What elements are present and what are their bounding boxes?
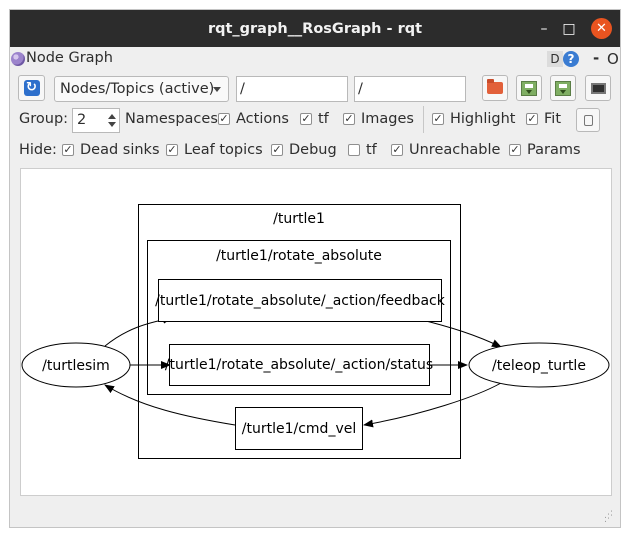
plugin-close-button[interactable]: O bbox=[607, 50, 619, 68]
load-dot-button[interactable] bbox=[482, 75, 508, 101]
window-title: rqt_graph__RosGraph - rqt bbox=[207, 20, 423, 37]
node-turtlesim[interactable] bbox=[21, 342, 131, 388]
fit-in-view-button[interactable] bbox=[576, 108, 600, 132]
group-spinbox[interactable]: 2 bbox=[72, 108, 120, 133]
maximize-button[interactable]: □ bbox=[562, 20, 576, 37]
title-bar[interactable]: rqt_graph__RosGraph - rqt bbox=[10, 10, 620, 47]
topic-feedback[interactable] bbox=[158, 279, 442, 322]
params-checkbox[interactable]: ✓ bbox=[509, 143, 521, 156]
hide-tf-label: tf bbox=[366, 142, 377, 158]
save-dot-icon bbox=[521, 80, 537, 96]
minimize-button[interactable]: – bbox=[540, 20, 548, 37]
unreachable-label: Unreachable bbox=[409, 142, 501, 158]
edge-cmdvel-to-turtlesim bbox=[104, 384, 236, 426]
save-image-icon bbox=[555, 80, 571, 96]
fit-view-icon bbox=[583, 114, 593, 126]
topic-status[interactable] bbox=[169, 344, 430, 386]
toolbar-separator bbox=[423, 106, 424, 133]
namespace-cluster-rotate-absolute bbox=[147, 240, 451, 395]
graph-type-combobox[interactable]: Nodes/Topics (active) bbox=[54, 76, 229, 102]
resize-grip-icon[interactable]: ⋰⋰ bbox=[604, 510, 614, 524]
plugin-minimize-button[interactable]: - bbox=[593, 49, 600, 67]
save-dot-button[interactable] bbox=[516, 75, 542, 101]
node-teleop-turtle[interactable] bbox=[468, 342, 610, 388]
dock-button[interactable]: D bbox=[547, 51, 563, 67]
spin-up-icon[interactable] bbox=[108, 114, 116, 119]
screenshot-button[interactable] bbox=[585, 75, 611, 101]
namespace-outer-label: /turtle1 bbox=[273, 211, 325, 227]
namespaces-label: Namespaces bbox=[125, 111, 218, 127]
plugin-icon bbox=[11, 52, 25, 66]
highlight-checkbox[interactable]: ✓ bbox=[432, 112, 444, 125]
debug-checkbox[interactable]: ✓ bbox=[271, 143, 283, 156]
save-image-button[interactable] bbox=[550, 75, 576, 101]
chevron-down-icon bbox=[213, 87, 221, 92]
topic-status-label: /turtle1/rotate_absolute/_action/status bbox=[165, 357, 433, 373]
refresh-button[interactable]: ↻ bbox=[18, 75, 45, 101]
group-value: 2 bbox=[77, 112, 87, 128]
close-button[interactable]: ✕ bbox=[591, 18, 612, 39]
plugin-header: Node Graph D ? - O bbox=[10, 47, 620, 71]
namespace-inner-label: /turtle1/rotate_absolute bbox=[216, 248, 382, 264]
edge-feedback-to-teleop bbox=[417, 318, 502, 348]
topic-filter-input[interactable]: / bbox=[354, 76, 466, 102]
node-teleop-turtle-label: /teleop_turtle bbox=[492, 358, 586, 374]
node-turtlesim-label: /turtlesim bbox=[42, 358, 110, 374]
topic-cmd-vel-label: /turtle1/cmd_vel bbox=[242, 421, 356, 437]
hide-label: Hide: bbox=[19, 142, 57, 158]
actions-checkbox[interactable]: ✓ bbox=[218, 112, 230, 125]
images-checkbox[interactable]: ✓ bbox=[343, 112, 355, 125]
plugin-title: Node Graph bbox=[26, 50, 113, 66]
fit-label: Fit bbox=[544, 111, 561, 127]
edge-teleop-to-cmdvel bbox=[363, 382, 502, 428]
group-label: Group: bbox=[19, 111, 69, 127]
graph-svg: /turtle1 /turtle1/rotate_absolute /turtl… bbox=[21, 204, 610, 459]
dead-sinks-label: Dead sinks bbox=[80, 142, 160, 158]
screenshot-icon bbox=[590, 82, 606, 94]
actions-label: Actions bbox=[236, 111, 289, 127]
tf-checkbox[interactable]: ✓ bbox=[300, 112, 312, 125]
leaf-topics-label: Leaf topics bbox=[184, 142, 263, 158]
spin-down-icon[interactable] bbox=[108, 122, 116, 127]
help-icon[interactable]: ? bbox=[563, 51, 579, 67]
leaf-topics-checkbox[interactable]: ✓ bbox=[166, 143, 178, 156]
open-folder-icon bbox=[487, 79, 503, 94]
params-label: Params bbox=[527, 142, 581, 158]
node-filter-input[interactable]: / bbox=[236, 76, 348, 102]
topic-cmd-vel[interactable] bbox=[235, 407, 363, 450]
debug-label: Debug bbox=[289, 142, 337, 158]
refresh-icon: ↻ bbox=[23, 80, 40, 96]
fit-checkbox[interactable]: ✓ bbox=[526, 112, 538, 125]
images-label: Images bbox=[361, 111, 414, 127]
hide-tf-checkbox[interactable] bbox=[348, 144, 360, 156]
dead-sinks-checkbox[interactable]: ✓ bbox=[62, 143, 74, 156]
highlight-label: Highlight bbox=[450, 111, 516, 127]
graph-canvas[interactable]: /turtle1 /turtle1/rotate_absolute /turtl… bbox=[20, 168, 612, 496]
topic-feedback-label: /turtle1/rotate_absolute/_action/feedbac… bbox=[155, 293, 446, 309]
rqt-window: rqt_graph__RosGraph - rqt – □ ✕ Node Gra… bbox=[9, 9, 621, 528]
tf-label: tf bbox=[318, 111, 329, 127]
unreachable-checkbox[interactable]: ✓ bbox=[391, 143, 403, 156]
graph-type-value: Nodes/Topics (active) bbox=[60, 81, 215, 97]
